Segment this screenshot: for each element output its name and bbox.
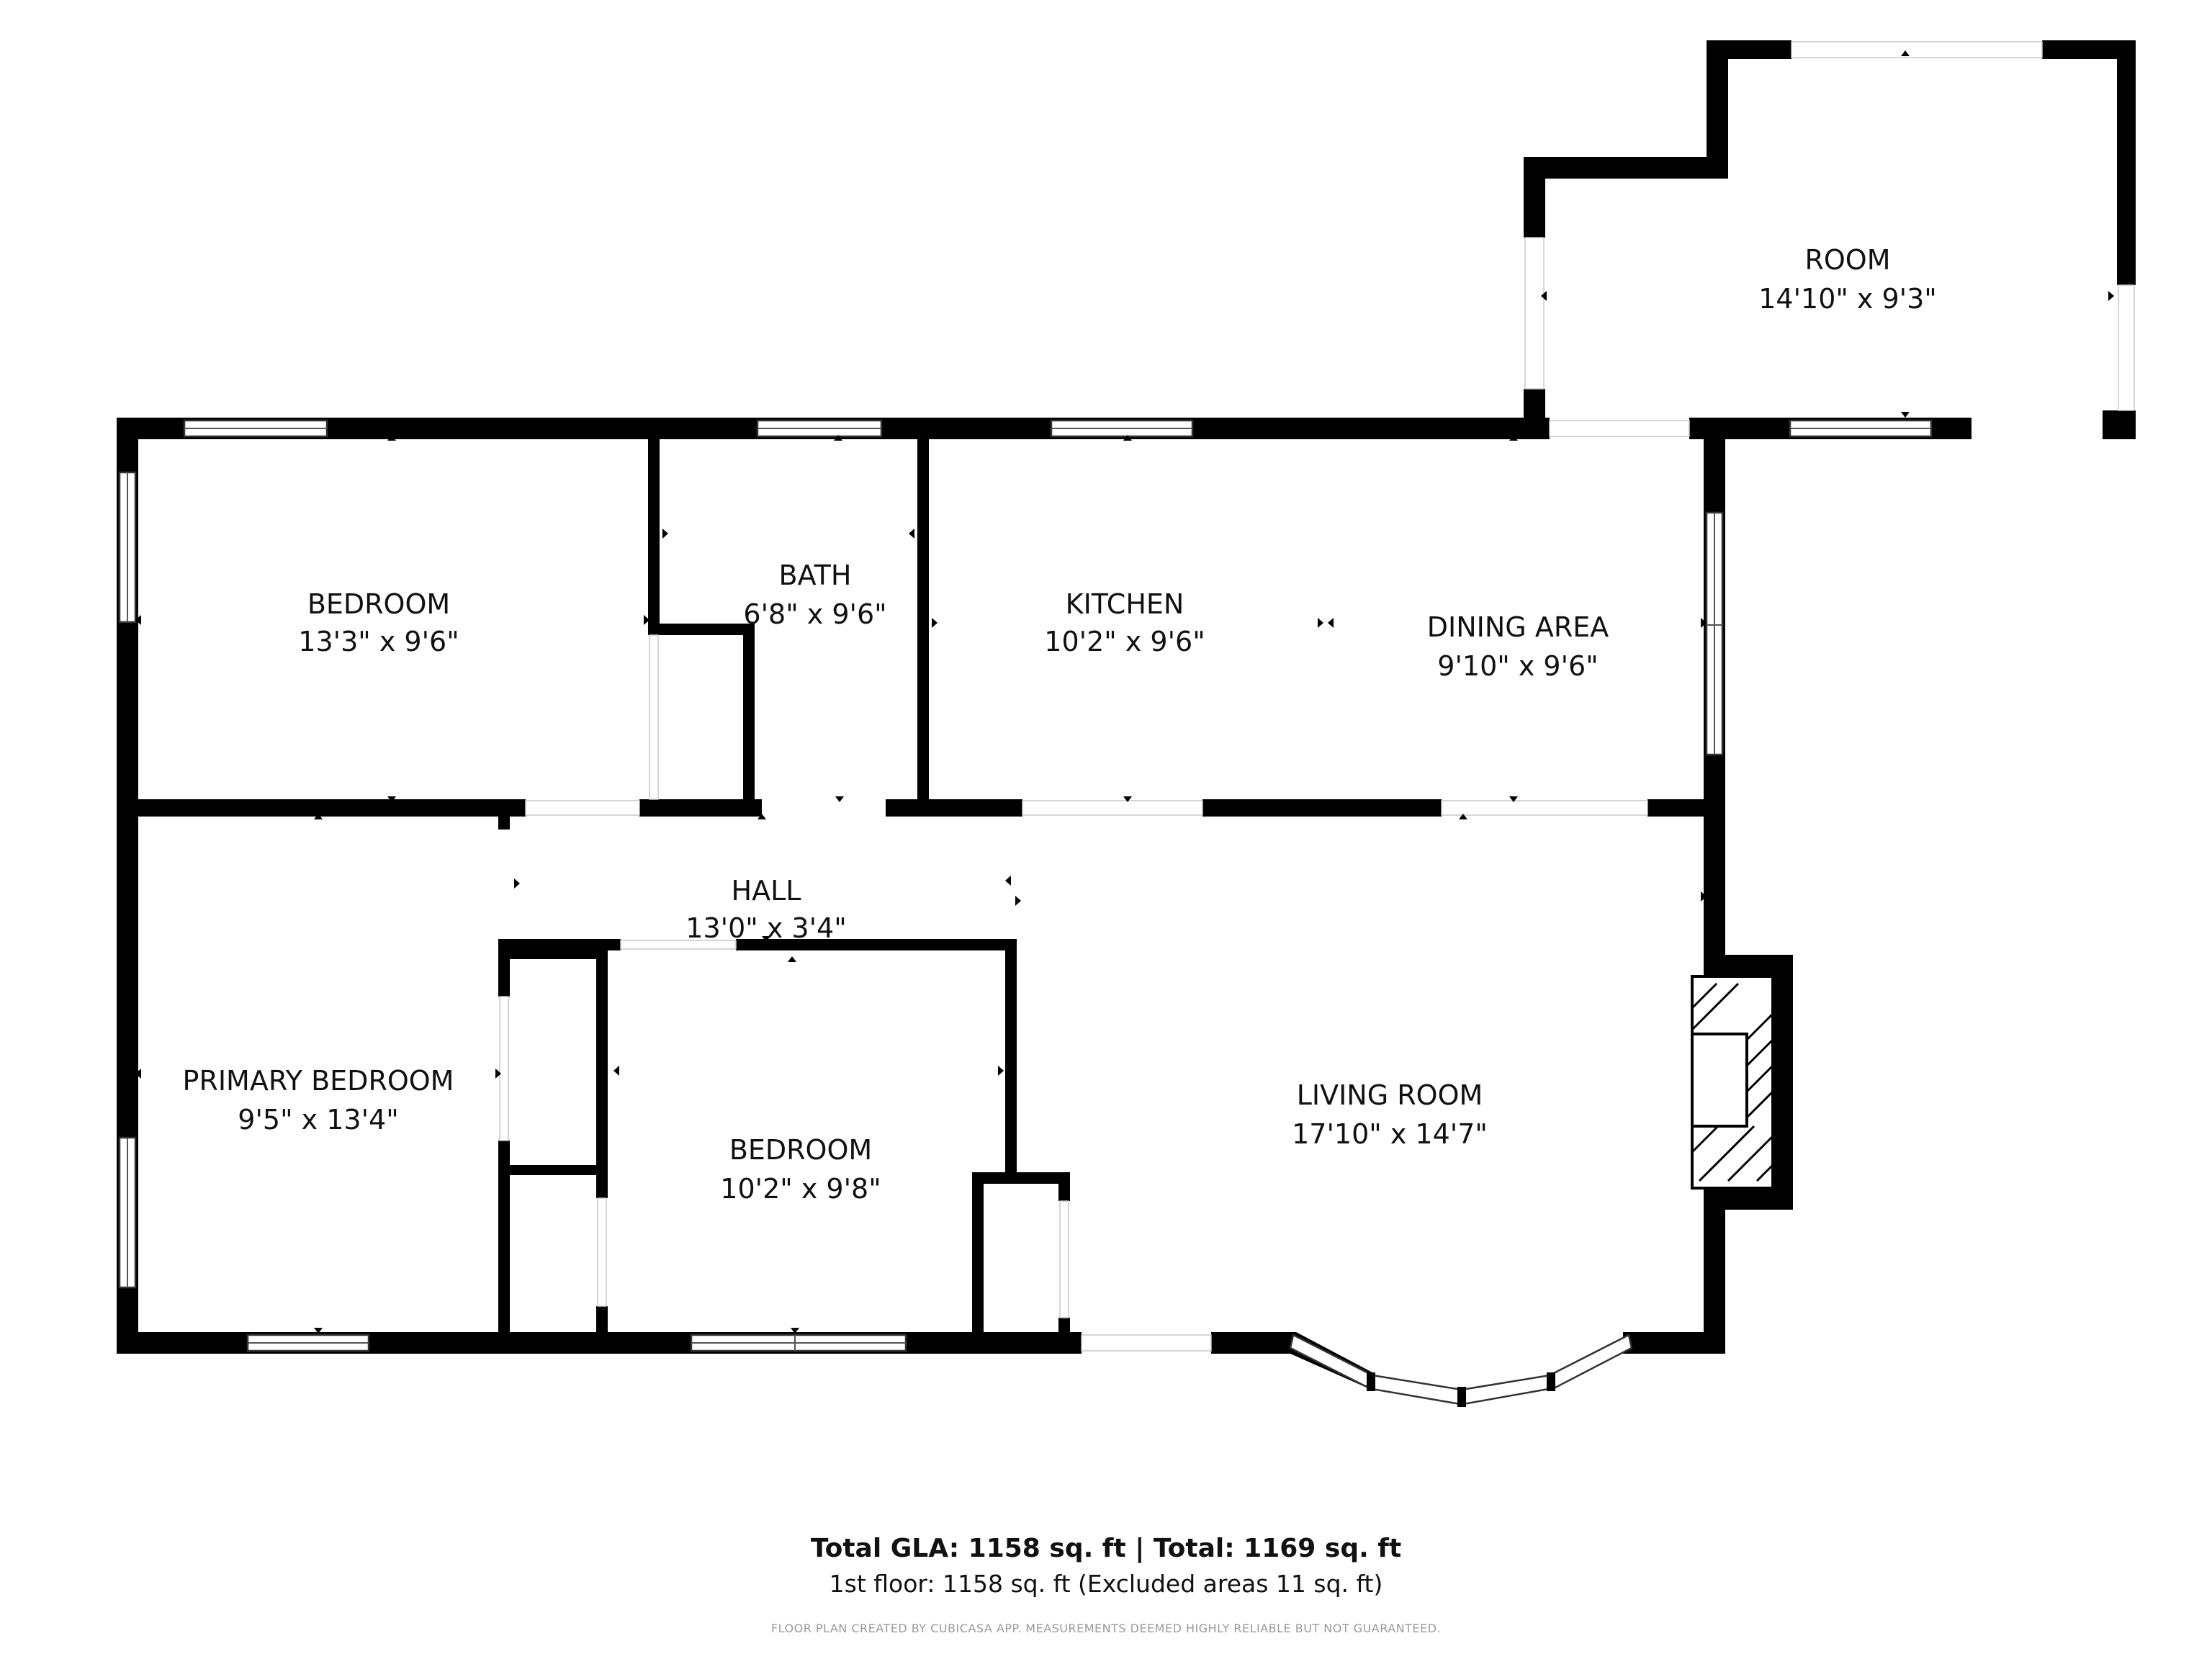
- room-label-primary-bedroom: PRIMARY BEDROOM: [183, 1065, 454, 1097]
- outer-walls: [117, 418, 1972, 1354]
- room-label-dining-area: DINING AREA: [1427, 611, 1609, 643]
- room-label-kitchen: KITCHEN: [1066, 588, 1184, 620]
- top-windows: [183, 419, 1933, 438]
- right-windows: [1705, 511, 1724, 756]
- bottom-windows: [246, 1334, 1212, 1352]
- interior-walls: [127, 429, 1712, 1342]
- total-area-summary: Total GLA: 1158 sq. ft | Total: 1169 sq.…: [810, 1534, 1402, 1563]
- dimension-ticks: [135, 50, 2114, 1334]
- room-dims-kitchen: 10'2" x 9'6": [1044, 626, 1205, 657]
- bay-window: [1289, 1332, 1633, 1407]
- room-label-bath: BATH: [779, 559, 852, 591]
- room-dims-hall: 13'0" x 3'4": [685, 912, 846, 944]
- interior-openings: [499, 634, 1648, 1318]
- room-label-hall: HALL: [732, 875, 801, 907]
- room-label-annex: ROOM: [1804, 244, 1890, 276]
- annex-room-walls: [1524, 40, 2136, 439]
- room-label-bedroom-1: BEDROOM: [307, 588, 450, 620]
- room-dims-annex: 14'10" x 9'3": [1758, 283, 1937, 315]
- disclaimer-text: FLOOR PLAN CREATED BY CUBICASA APP. MEAS…: [770, 1622, 1442, 1635]
- floor-area-summary: 1st floor: 1158 sq. ft (Excluded areas 1…: [829, 1570, 1383, 1598]
- room-dims-dining-area: 9'10" x 9'6": [1437, 650, 1598, 682]
- room-label-living-room: LIVING ROOM: [1297, 1079, 1483, 1111]
- room-labels: ROOM 14'10" x 9'3" BEDROOM 13'3" x 9'6" …: [183, 244, 1937, 1205]
- room-dims-bedroom-1: 13'3" x 9'6": [298, 626, 459, 657]
- room-dims-primary-bedroom: 9'5" x 13'4": [238, 1104, 398, 1136]
- room-dims-bedroom-2: 10'2" x 9'8": [720, 1173, 881, 1205]
- room-dims-living-room: 17'10" x 14'7": [1292, 1118, 1488, 1150]
- fireplace: [1691, 975, 1774, 1190]
- room-dims-bath: 6'8" x 9'6": [743, 598, 886, 630]
- annex-windows: [1524, 41, 2135, 411]
- left-windows: [118, 471, 137, 1289]
- room-label-bedroom-2: BEDROOM: [729, 1134, 872, 1166]
